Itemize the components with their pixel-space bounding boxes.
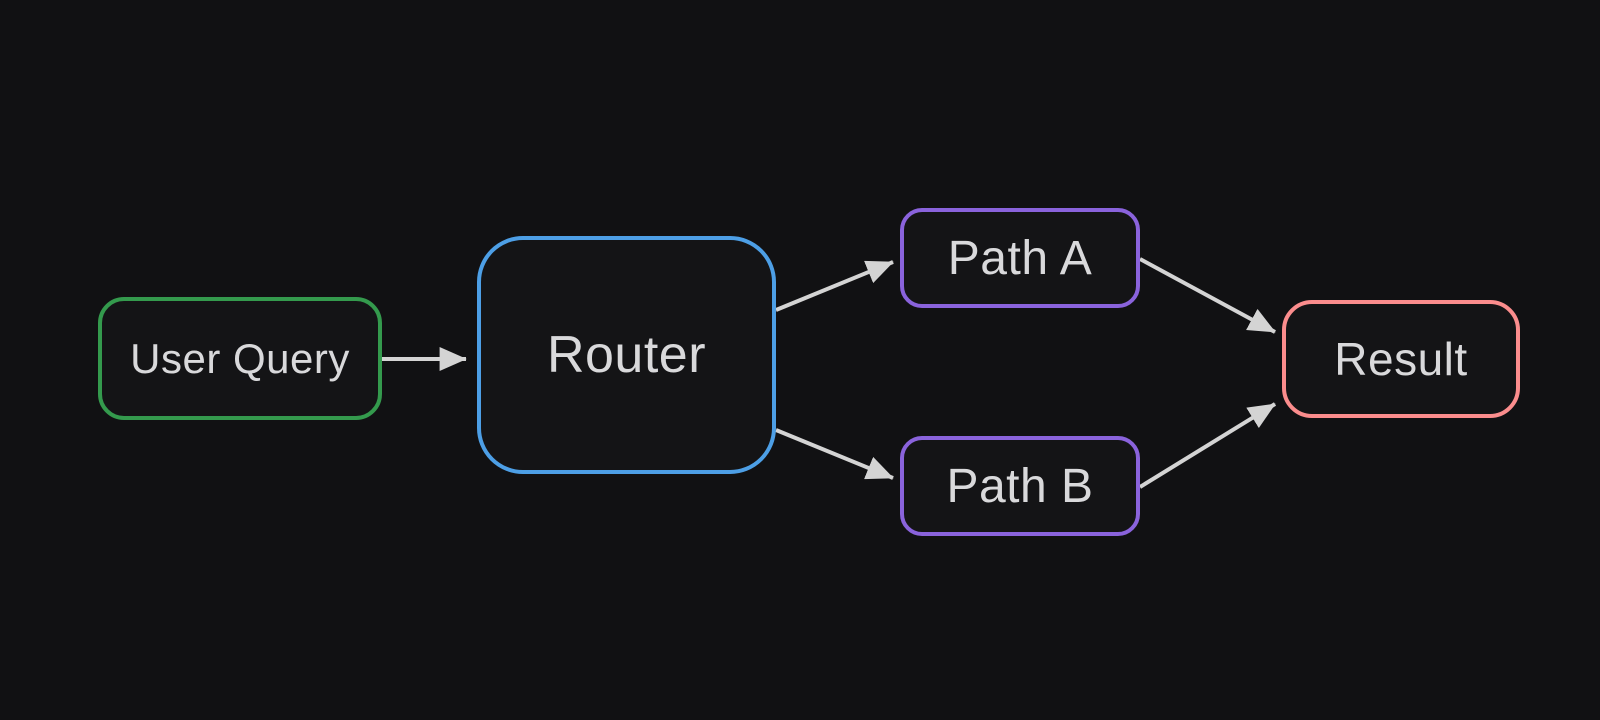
edge-path-a-to-result [1139, 257, 1276, 334]
node-path-a-label: Path A [947, 231, 1093, 285]
edge-router-to-path-a [775, 260, 894, 312]
node-result-label: Result [1334, 333, 1468, 385]
edge-router-to-path-b [775, 428, 894, 480]
edge-path-b-to-result [1138, 402, 1277, 489]
node-path-b-label: Path B [946, 459, 1094, 513]
node-path-a: Path A [900, 208, 1140, 308]
node-result: Result [1282, 300, 1520, 418]
node-router: Router [477, 236, 776, 474]
node-router-label: Router [546, 326, 707, 384]
node-user-query: User Query [98, 297, 382, 420]
node-user-query-label: User Query [130, 334, 350, 382]
node-path-b: Path B [900, 436, 1140, 536]
